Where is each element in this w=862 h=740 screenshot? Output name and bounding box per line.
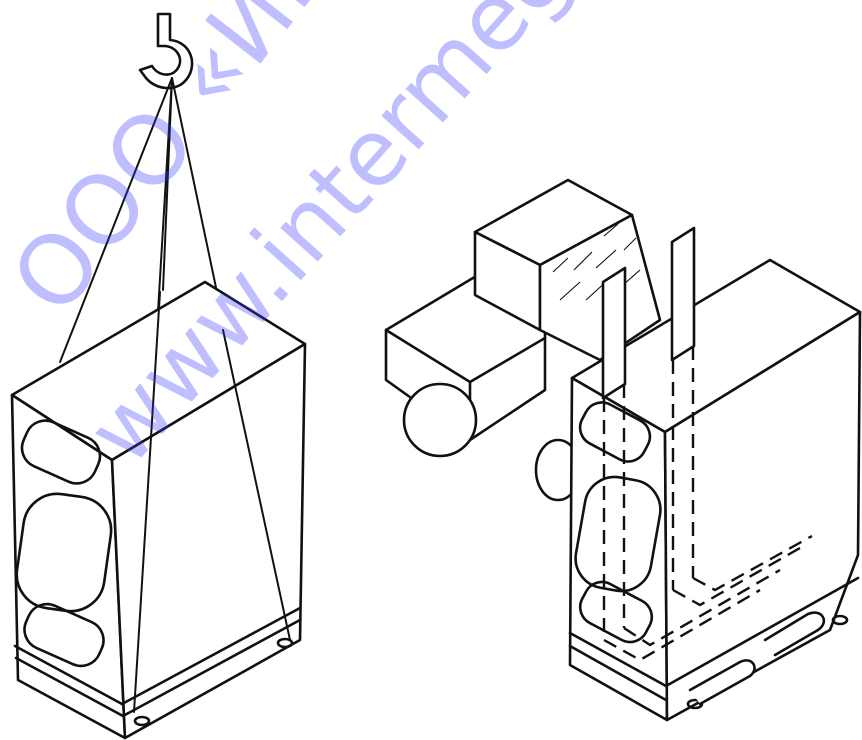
crane-hook-icon	[138, 12, 194, 90]
fork-tines	[688, 611, 826, 706]
rear-wheel-icon	[402, 382, 478, 458]
forklift-cabin	[473, 178, 662, 362]
lifted-crate	[10, 280, 307, 740]
forklift-illustration	[384, 178, 862, 722]
crane-lift-illustration	[10, 12, 307, 740]
forklift-mast	[601, 226, 813, 662]
